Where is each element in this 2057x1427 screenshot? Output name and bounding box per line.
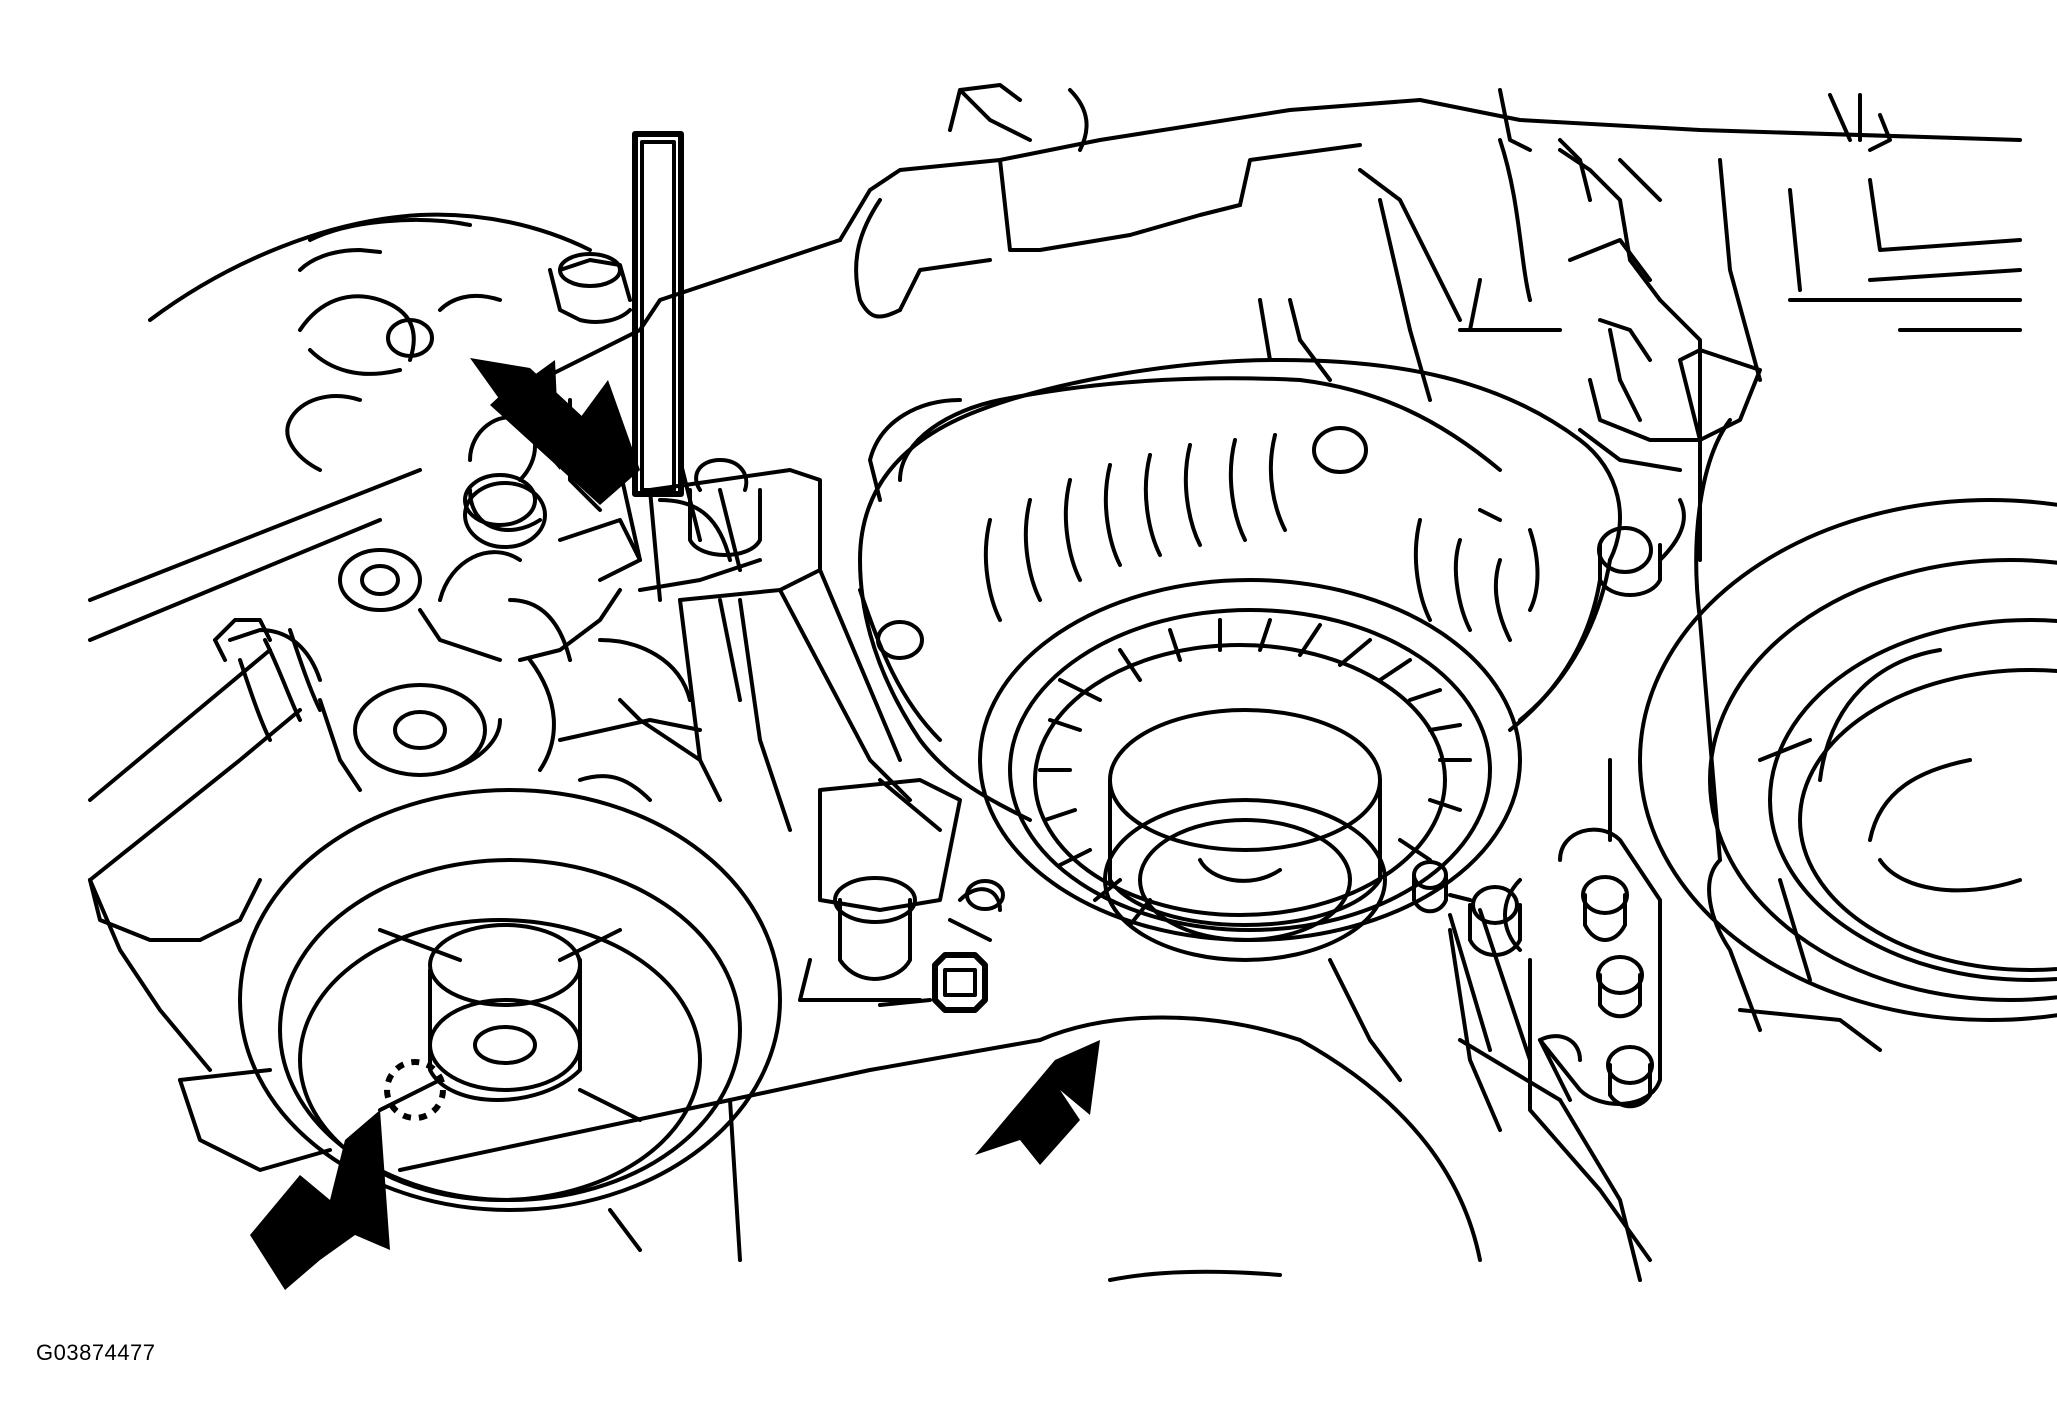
adjuster-bracket (1412, 827, 1662, 1109)
bolt-clip (878, 952, 988, 1013)
right-upper-components (1558, 138, 1702, 442)
hose (88, 618, 362, 942)
alternator (858, 298, 1686, 962)
lower-belt-cover (398, 418, 1882, 1282)
water-pump-pulley (1638, 498, 2057, 1022)
engine-upper-outline (88, 83, 2022, 642)
arrow-upper-left (470, 358, 640, 505)
arrow-lower-left (250, 1110, 390, 1290)
arrow-lower-center (975, 1040, 1100, 1165)
power-steering-pump (285, 252, 762, 802)
tensioner-tool (632, 131, 1005, 1002)
crankshaft-pulley (88, 788, 782, 1212)
figure-id-label: G03874477 (36, 1340, 156, 1365)
